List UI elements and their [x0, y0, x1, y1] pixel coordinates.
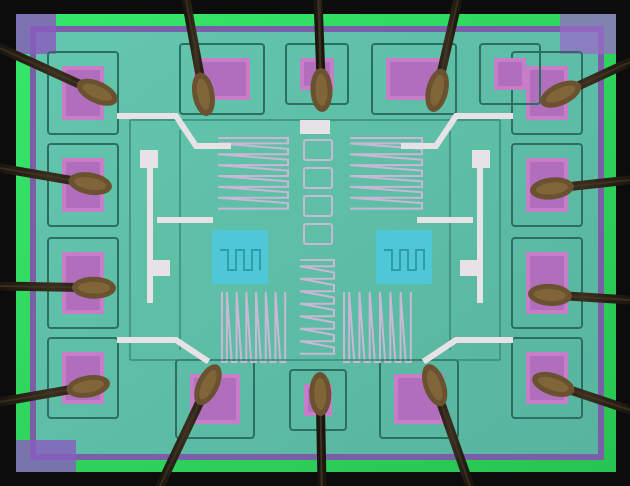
metal-bus — [421, 337, 513, 365]
pad-outline — [371, 43, 457, 115]
pad-outline — [511, 51, 583, 135]
metal-bus — [117, 113, 231, 149]
meander-trace — [217, 137, 289, 210]
wire-bond-foot-sheen — [430, 74, 445, 107]
pad-outline — [47, 337, 119, 419]
center-cell — [303, 139, 333, 161]
meander-trace — [221, 291, 287, 363]
metal-contact — [140, 150, 158, 168]
metal-bus — [117, 337, 211, 365]
wire-bond-foot-sheen — [426, 369, 443, 401]
wire-bond-foot-sheen — [545, 85, 576, 103]
metal-contact — [300, 120, 330, 134]
wire-bond-foot-sheen — [196, 78, 211, 111]
metal-contact — [150, 260, 170, 276]
center-cell — [303, 195, 333, 217]
pad-outline — [479, 43, 541, 105]
wire-bond-foot-sheen — [533, 288, 566, 301]
cyan-regions — [212, 230, 432, 284]
center-cell — [303, 167, 333, 189]
cyan-meander-left — [220, 249, 261, 271]
wire-bond-foot-sheen — [82, 83, 113, 101]
corner-accent-tr — [560, 14, 616, 54]
meander-trace — [343, 291, 412, 363]
wire-bond-foot-sheen — [315, 74, 328, 107]
pad-outline — [511, 337, 583, 419]
pad-outline — [47, 143, 119, 227]
pad-outline — [47, 51, 119, 135]
bond-pad-center — [498, 62, 522, 86]
corner-accent-bl — [16, 440, 76, 472]
meander-trace — [299, 259, 335, 355]
cyan-region-left — [212, 230, 268, 284]
wire-bond-foot-sheen — [314, 377, 327, 410]
cyan-region-right — [376, 230, 432, 284]
cyan-meander-right — [384, 249, 425, 271]
metal-bus — [401, 113, 513, 149]
metal-contact — [472, 150, 490, 168]
wire-bond-foot-sheen — [72, 379, 105, 393]
wire-bond-foot-sheen — [74, 177, 107, 191]
center-cell — [303, 223, 333, 245]
metal-contact — [460, 260, 480, 276]
wire-bond-foot-sheen — [199, 369, 217, 400]
wire-bond-foot-sheen — [537, 376, 569, 393]
corner-accent-tl — [16, 14, 56, 54]
white-metal-buses — [117, 113, 513, 365]
wire-bond-foot-sheen — [535, 182, 568, 195]
pad-outline — [511, 237, 583, 329]
pad-outline — [179, 43, 265, 115]
meander-trace — [349, 137, 423, 210]
wire-bond-foot-sheen — [78, 281, 111, 294]
